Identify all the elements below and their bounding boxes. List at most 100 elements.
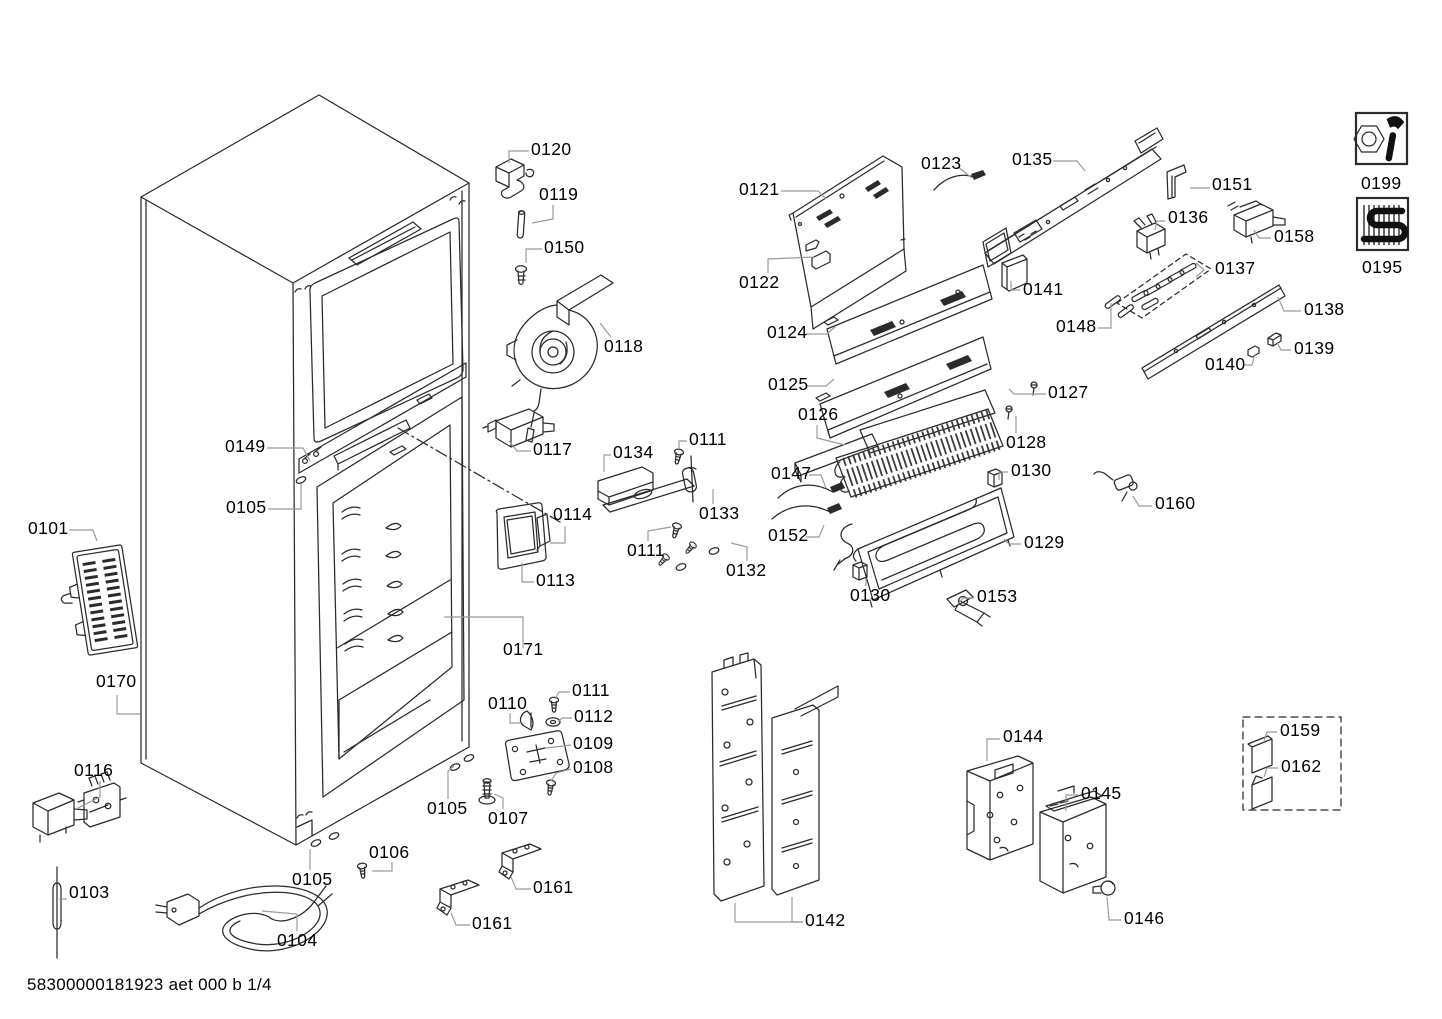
part-label-0114: 0114 <box>553 504 592 524</box>
leader-0113 <box>521 563 534 583</box>
leader-0161b <box>450 912 470 926</box>
leader-0142 <box>734 903 803 923</box>
document-number: 58300000181923 aet 000 b 1/4 <box>27 975 272 994</box>
part-0103-drawing <box>52 866 62 959</box>
leader-0142 <box>791 897 803 923</box>
part-label-0113: 0113 <box>536 570 575 590</box>
leader-0111c <box>554 691 570 700</box>
part-label-0111b: 0111 <box>627 540 665 560</box>
part-label-0119: 0119 <box>539 184 578 204</box>
part-label-0141: 0141 <box>1023 279 1064 299</box>
leader-0107 <box>493 793 504 809</box>
part-0124-drawing <box>823 264 993 365</box>
part-label-0108: 0108 <box>573 757 614 777</box>
leader-0111b <box>647 526 672 541</box>
part-label-0170: 0170 <box>96 671 137 691</box>
part-0161a-bracket <box>498 843 542 880</box>
leader-0105b <box>447 765 455 799</box>
part-0112-drawing <box>545 717 561 727</box>
part-0160-drawing <box>1093 471 1138 502</box>
drain-tube <box>833 523 854 571</box>
part-0150-drawing <box>514 265 528 286</box>
part-0105c-grommet2 <box>327 830 341 842</box>
leader-0145 <box>1065 794 1078 811</box>
part-label-0133: 0133 <box>699 503 740 523</box>
fridge-opening <box>316 396 465 798</box>
leader-0147 <box>809 474 827 489</box>
part-label-0130b: 0130 <box>850 585 891 605</box>
part-0146-drawing <box>1092 880 1116 896</box>
part-label-0105b: 0105 <box>427 798 468 818</box>
freezer-opening <box>309 217 464 443</box>
part-label-0112: 0112 <box>574 706 613 726</box>
part-0123-drawing <box>933 170 986 191</box>
leader-0101 <box>69 529 98 542</box>
part-label-0158: 0158 <box>1274 226 1315 246</box>
leader-0125 <box>806 378 835 387</box>
leader-0150 <box>525 248 542 263</box>
part-label-0139: 0139 <box>1294 338 1335 358</box>
part-0152-drawing <box>771 503 842 520</box>
leader-0104 <box>261 910 298 931</box>
part-label-0145: 0145 <box>1081 783 1122 803</box>
part-0110-drawing <box>519 710 534 731</box>
leader-0171 <box>444 616 524 648</box>
part-label-0140: 0140 <box>1205 354 1246 374</box>
part-label-0120: 0120 <box>531 139 572 159</box>
leader-0112 <box>557 717 572 723</box>
part-0139-drawing <box>1267 332 1282 347</box>
part-label-0116: 0116 <box>74 760 113 780</box>
part-label-0127: 0127 <box>1048 382 1089 402</box>
part-label-0104: 0104 <box>277 930 318 950</box>
leader-0140 <box>1243 353 1256 366</box>
leader-0110 <box>509 713 521 724</box>
part-label-0106: 0106 <box>369 842 410 862</box>
part-label-0149: 0149 <box>225 436 266 456</box>
leader-0117 <box>508 440 531 452</box>
part-label-0135: 0135 <box>1012 149 1053 169</box>
part-label-0148: 0148 <box>1056 316 1097 336</box>
part-label-0144: 0144 <box>1003 726 1044 746</box>
part-0129-drawing <box>833 487 1015 608</box>
part-label-0146: 0146 <box>1124 908 1165 928</box>
part-0104-drawing <box>155 885 333 952</box>
leader-0132 <box>730 542 748 561</box>
leader-0116 <box>75 781 101 810</box>
leader-0106 <box>372 862 393 872</box>
part-0135-drawing <box>982 127 1164 268</box>
leader-0152 <box>806 524 825 538</box>
part-0105b-grommet2 <box>462 752 476 764</box>
heater-coil-icon <box>1355 196 1410 252</box>
part-0145-drawing <box>1039 785 1107 894</box>
leader-0134 <box>603 454 611 472</box>
part-label-0128: 0128 <box>1006 432 1047 452</box>
part-0105a-grommet <box>294 474 308 486</box>
part-label-0171: 0171 <box>503 639 544 659</box>
part-label-0136: 0136 <box>1168 207 1209 227</box>
leader-0146 <box>1106 896 1121 921</box>
leader-0137 <box>1195 262 1205 278</box>
part-0158-drawing <box>1227 200 1286 244</box>
inner-liner-back-panel <box>332 424 453 760</box>
part-0136-drawing <box>1133 213 1166 260</box>
leader-0124 <box>806 325 837 335</box>
leader-0153 <box>957 597 974 605</box>
part-label-0121: 0121 <box>739 179 780 199</box>
leader-0141 <box>1010 281 1020 291</box>
leader-0108 <box>550 768 572 782</box>
part-0133-drawing <box>602 455 698 513</box>
part-label-0147: 0147 <box>771 463 812 483</box>
part-label-0110: 0110 <box>488 693 527 713</box>
part-0141-drawing <box>1001 254 1028 292</box>
part-0144-drawing <box>966 755 1034 861</box>
part-0105b-grommet <box>448 761 462 773</box>
part-0121-drawing <box>788 155 907 330</box>
part-label-0159: 0159 <box>1280 720 1321 740</box>
leader-0130a <box>998 471 1008 480</box>
part-0114-drawing <box>536 513 551 551</box>
part-0151-drawing <box>1166 164 1187 200</box>
part-label-0130a: 0130 <box>1011 460 1052 480</box>
leader-0118 <box>599 322 612 338</box>
